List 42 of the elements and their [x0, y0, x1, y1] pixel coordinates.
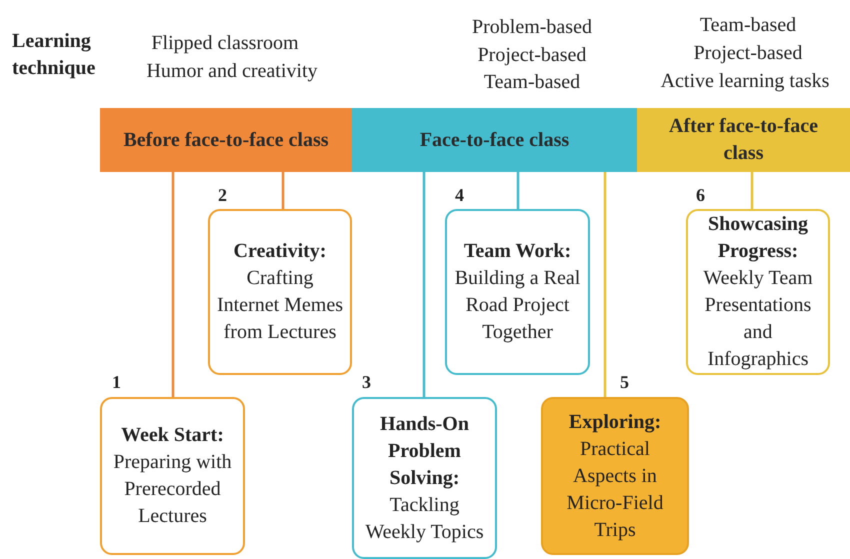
step-number: 4 — [455, 185, 464, 206]
step-number: 3 — [362, 372, 371, 393]
activity-box — [445, 209, 590, 375]
activity-box — [686, 209, 830, 375]
activity-description: Crafting Internet Memes from Lectures — [216, 266, 344, 345]
phase-band: After face-to-face class — [637, 108, 850, 172]
activity-description: Tackling Weekly Topics — [364, 492, 485, 544]
activity-heading: Exploring: — [568, 410, 662, 434]
activity-description: Preparing with Prerecorded Lectures — [112, 450, 233, 529]
connector-line — [282, 172, 284, 209]
technique-label: Active learning tasks — [660, 69, 830, 94]
activity-heading: Showcasing Progress: — [706, 212, 810, 264]
technique-label: Team-based — [698, 13, 798, 38]
activity-heading: Week Start: — [121, 423, 224, 448]
connector-line — [516, 172, 520, 209]
phase-band: Before face-to-face class — [100, 108, 352, 172]
step-number: 2 — [218, 185, 227, 206]
technique-label: Flipped classroom — [150, 31, 300, 56]
activity-description: Practical Aspects in Micro-Field Trips — [566, 436, 664, 542]
activity-heading: Creativity: — [234, 239, 326, 264]
step-number: 5 — [620, 372, 629, 393]
technique-label: Humor and creativity — [145, 59, 319, 84]
activity-box — [541, 397, 689, 555]
step-number: 1 — [112, 372, 121, 393]
activity-description: Weekly Team Presentations and Infographics — [702, 266, 814, 372]
step-number: 6 — [696, 185, 705, 206]
technique-label: Team-based — [482, 70, 582, 95]
technique-label: Project-based — [692, 41, 804, 66]
activity-box — [100, 397, 245, 555]
activity-box — [208, 209, 352, 375]
connector-line — [750, 172, 754, 209]
connector-line — [604, 172, 606, 397]
activity-box — [352, 397, 497, 559]
row-heading: Learning technique — [12, 29, 96, 81]
connector-line — [172, 172, 174, 397]
technique-label: Problem-based — [471, 15, 593, 40]
technique-label: Project-based — [476, 43, 588, 68]
connector-line — [422, 172, 426, 397]
activity-heading: Team Work: — [464, 239, 572, 264]
activity-description: Building a Real Road Project Together — [454, 266, 582, 345]
activity-heading: Hands-On Problem Solving: — [379, 412, 470, 490]
phase-band: Face-to-face class — [352, 108, 637, 172]
